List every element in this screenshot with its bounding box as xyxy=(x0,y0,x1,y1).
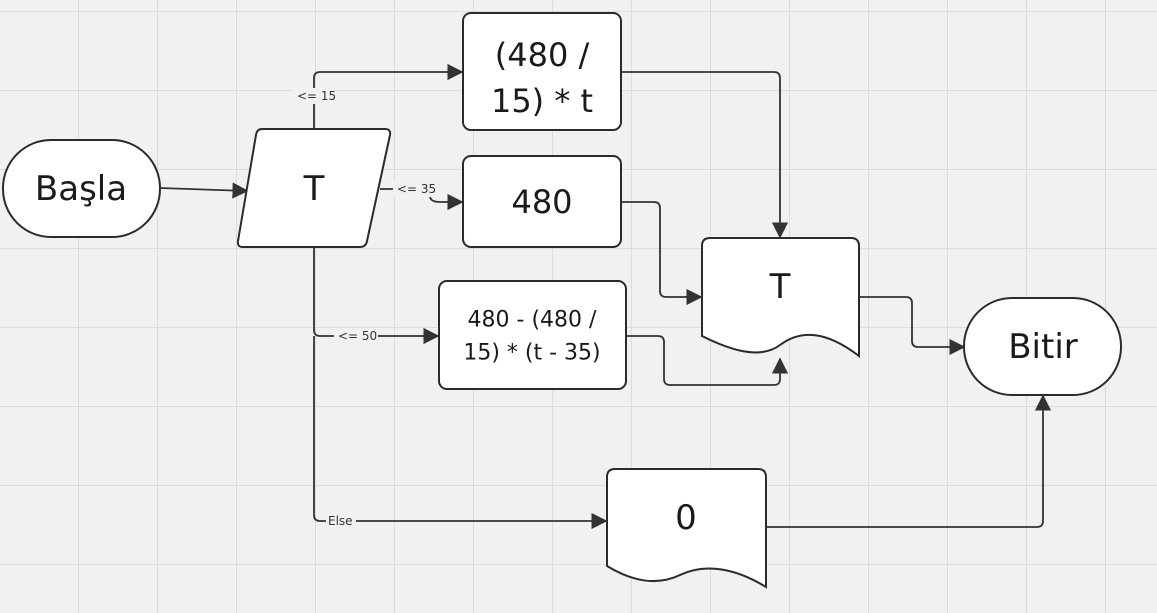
edge-output-to-end xyxy=(860,296,966,356)
start-label: Başla xyxy=(35,169,127,209)
output-zero-label: 0 xyxy=(675,498,697,538)
start-node[interactable]: Başla xyxy=(2,139,161,238)
edge-zero-to-end xyxy=(766,394,1052,528)
input-node[interactable]: T xyxy=(236,128,392,248)
edge-label-le15: <= 15 xyxy=(297,89,336,103)
end-node[interactable]: Bitir xyxy=(963,297,1122,396)
edge-480-to-output xyxy=(622,201,703,306)
output-zero-node[interactable]: 0 xyxy=(606,468,767,589)
process-decline-node[interactable]: 480 - (480 / 15) * (t - 35) xyxy=(438,280,627,390)
process-rate-line1: (480 / xyxy=(495,36,590,74)
edge-label-le35: <= 35 xyxy=(397,182,436,196)
edges xyxy=(159,63,1052,530)
edge-rate-to-output xyxy=(622,71,789,239)
edge-label-le50: <= 50 xyxy=(338,329,377,343)
end-label: Bitir xyxy=(1008,327,1078,367)
edge-le15 xyxy=(313,63,464,128)
process-decline-line2: 15) * (t - 35) xyxy=(463,341,600,366)
process-rate-line2: 15) * t xyxy=(491,82,593,120)
output-t-label: T xyxy=(769,267,791,307)
edge-start-to-input xyxy=(159,182,249,199)
output-t-node[interactable]: T xyxy=(701,237,860,359)
edge-decline-to-output xyxy=(627,335,789,386)
process-rate-node[interactable]: (480 / 15) * t xyxy=(462,12,622,131)
process-480-node[interactable]: 480 xyxy=(462,155,622,248)
process-decline-line1: 480 - (480 / xyxy=(468,308,597,333)
process-480-label: 480 xyxy=(511,183,572,221)
edge-le50 xyxy=(313,248,440,345)
edge-label-else: Else xyxy=(328,514,353,528)
input-label: T xyxy=(303,169,325,209)
edge-labels: <= 15 <= 35 <= 50 Else xyxy=(293,88,436,529)
edge-else xyxy=(313,336,608,530)
